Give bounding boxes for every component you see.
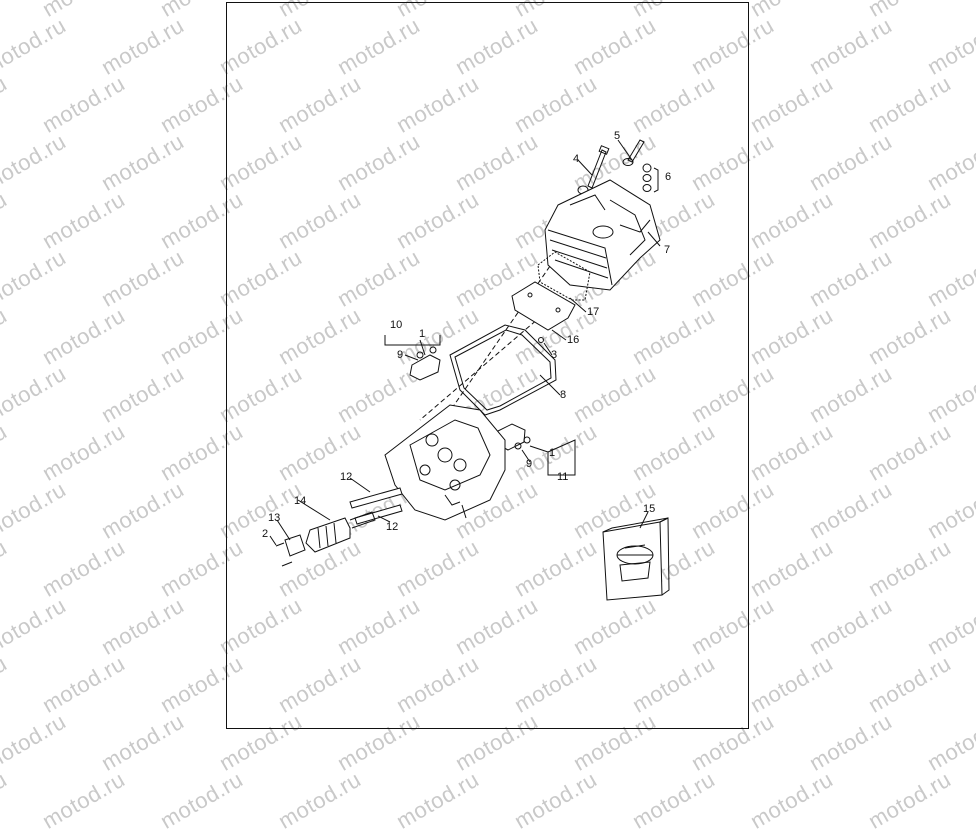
callout-7: 7 — [664, 244, 670, 256]
gasket-part-17 — [537, 251, 591, 301]
watermark-text: motod.ru — [746, 766, 838, 834]
callout-3: 3 — [551, 349, 557, 361]
cylinder-head — [384, 404, 506, 521]
callout-12a: 12 — [340, 471, 352, 483]
callout-13: 13 — [268, 512, 280, 524]
clamp-part-13 — [284, 534, 306, 557]
callout-12b: 12 — [386, 521, 398, 533]
callout-9b: 9 — [526, 458, 532, 470]
callout-16: 16 — [567, 334, 579, 346]
gasket-part-8 — [449, 324, 557, 416]
push-rod-part-12 — [349, 487, 403, 525]
assembly-centerline-2 — [419, 299, 561, 421]
screw-part-2 — [275, 542, 293, 567]
watermark-text: motod.ru — [510, 766, 602, 834]
callout-5: 5 — [614, 130, 620, 142]
lifter-part-14 — [305, 511, 376, 553]
callout-14: 14 — [294, 495, 306, 507]
callout-6: 6 — [665, 171, 671, 183]
callout-11: 11 — [557, 471, 568, 483]
watermark-text: motod.ru — [392, 766, 484, 834]
callout-1a: 1 — [419, 328, 425, 340]
callout-1b: 1 — [549, 447, 555, 459]
callout-10: 10 — [390, 319, 402, 331]
screw-part-3 — [538, 337, 544, 343]
diagram-frame — [226, 2, 749, 729]
callout-8: 8 — [560, 389, 566, 401]
callout-9a: 9 — [397, 349, 403, 361]
rocker-arm-assembly-part-10 — [409, 346, 441, 381]
bolt-part-5 — [622, 139, 645, 166]
plate-part-16 — [511, 281, 576, 331]
watermark-text: motod.ru — [0, 766, 12, 834]
callout-2: 2 — [262, 528, 268, 540]
watermark-text: motod.ru — [38, 766, 130, 834]
callout-15: 15 — [643, 503, 655, 515]
watermark-text: motod.ru — [628, 766, 720, 834]
grommet-part-6 — [642, 163, 652, 192]
decal-package-part-15 — [602, 517, 670, 601]
exploded-parts-diagram: 10 1 9 4 5 6 7 17 16 3 8 1 9 11 12 12 14… — [262, 130, 671, 601]
watermark-text: motod.ru — [864, 766, 956, 834]
callout-4: 4 — [573, 153, 579, 165]
watermark-text: motod.ru — [156, 766, 248, 834]
callout-17: 17 — [587, 306, 599, 318]
bolt-part-4 — [587, 145, 610, 189]
watermark-text: motod.ru — [274, 766, 366, 834]
rocker-cover-part-7 — [544, 179, 661, 291]
leader-lines — [269, 139, 661, 546]
